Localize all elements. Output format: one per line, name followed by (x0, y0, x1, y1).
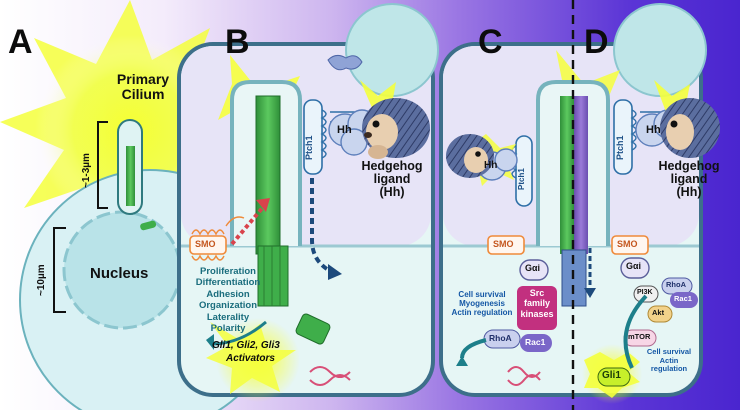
ligand-label-b-line2: ligand (373, 172, 411, 187)
rac1-label-c: Rac1 (525, 337, 546, 347)
axoneme-b (255, 95, 281, 255)
gli-burst-b (206, 322, 296, 394)
basal-body-b (257, 245, 289, 307)
rac1-label-d: Rac1 (674, 294, 692, 303)
gli-activators-label: Activators (226, 353, 275, 364)
hh-label-c: Hh (484, 160, 498, 171)
primary-cilium-label-line1: Primary (116, 71, 170, 87)
smo-shape-b (189, 235, 227, 255)
hedgehog-mascot-c (446, 134, 494, 178)
function-item: Laterality (206, 311, 250, 323)
smo-label-d: SMO (617, 239, 638, 249)
outcomes-list-c: Cell survival Myogenesis Actin regulatio… (448, 290, 516, 318)
ligand-label-b-line1: Hedgehog (361, 159, 423, 173)
ptch1-label-c: Ptch1 (517, 168, 526, 190)
ligand-label-d-line2: ligand (670, 172, 708, 187)
panel-label-b: B (225, 23, 250, 61)
nucleus-size-bracket (53, 227, 66, 313)
src-label-line1: Src (529, 288, 545, 298)
ptch1-receptor-b (303, 99, 323, 175)
pi3k-label: PI3K (637, 289, 653, 296)
gli-genes-label: Gli1, Gli2, Gli3 (212, 340, 280, 351)
rhoa-label-c: RhoA (489, 333, 512, 343)
cellular-functions-list: Proliferation Differentiation Adhesion O… (188, 266, 268, 334)
hedgehog-mascot-d (660, 98, 720, 158)
axoneme-c-half (560, 96, 574, 254)
function-item: Polarity (210, 322, 246, 334)
neighbor-cell-b (345, 3, 439, 97)
ptch1-label-b: Ptch1 (304, 135, 314, 160)
ptch1-internalization-arrow (310, 178, 333, 274)
outcome-item-c: Actin regulation (451, 308, 513, 318)
neighbor-cell-d (613, 3, 707, 97)
gli1-label: Gli1 (602, 370, 621, 381)
smo-label-c: SMO (493, 239, 514, 249)
smo-shape-d (611, 235, 649, 255)
ptch1-receptor-d (613, 99, 633, 175)
panel-b-art (177, 3, 439, 402)
panel-label-d: D (584, 23, 609, 61)
axoneme (126, 146, 135, 206)
nucleus-label: Nucleus (90, 265, 149, 282)
hedgehog-ligand-label-b: Hedgehog ligand (Hh) (358, 159, 426, 200)
outcome-item-c: Cell survival (458, 290, 506, 299)
gli1-bubble (597, 367, 631, 387)
smo-shape-c (487, 235, 525, 255)
panel-cd-art (439, 0, 720, 410)
ptch1-receptor-c (515, 135, 533, 207)
primary-cilium-label: Primary Cilium (108, 72, 178, 101)
function-item: Adhesion (206, 288, 250, 300)
rhoa-label-d: RhoA (666, 280, 686, 289)
hh-label-d: Hh (646, 124, 661, 136)
hedgehog-ligand-label-d: Hedgehog ligand (Hh) (656, 159, 722, 200)
src-label-line2: family (523, 298, 550, 309)
basal-body (140, 220, 157, 231)
src-kinases-label: Src family kinases (517, 288, 557, 319)
ligand-label-d-line3: (Hh) (676, 185, 702, 200)
outcome-item-d: Actin (659, 355, 679, 365)
ligand-label-d-line1: Hedgehog (658, 159, 720, 173)
galpha-bubble-c (519, 259, 549, 281)
nucleus-size-label: ~10µm (36, 264, 47, 296)
panel-label-a: A (8, 23, 33, 61)
src-label-line3: kinases (520, 308, 554, 319)
function-item: Organization (198, 300, 258, 312)
ligand-label-b-line3: (Hh) (379, 185, 405, 200)
panel-label-c: C (478, 23, 503, 61)
outcome-item-d: Cell survival (646, 347, 692, 356)
hedgehog-mascot-b (362, 98, 430, 159)
galpha-label-c: Gαi (525, 263, 541, 273)
hh-label-b: Hh (337, 124, 352, 136)
cilium-size-bracket (97, 121, 108, 209)
akt-label: Akt (652, 308, 665, 317)
smo-translocation-arrow (230, 204, 266, 246)
galpha-bubble-d (620, 257, 650, 279)
function-item: Proliferation (200, 266, 256, 277)
axoneme-d-half (574, 96, 588, 254)
function-item: Differentiation (195, 277, 261, 289)
outcomes-list-d: Cell survival Actin regulation (640, 347, 698, 374)
rac1-bubble-d (670, 292, 698, 308)
outcome-item-d: regulation (650, 364, 688, 374)
smo-label-b: SMO (195, 239, 216, 249)
primary-cilium-label-line2: Cilium (121, 85, 165, 102)
dna-helix-b (309, 366, 351, 386)
mother-centriole-b (295, 313, 331, 345)
pi3k-bubble (633, 285, 659, 303)
rac1-bubble-c (520, 334, 552, 352)
akt-bubble (647, 305, 673, 323)
src-kinases-block (517, 286, 557, 330)
galpha-label-d: Gαi (626, 261, 642, 271)
ptch1-label-d: Ptch1 (615, 135, 625, 160)
cilium-size-label: ~1-3µm (81, 153, 92, 188)
outcome-item-c: Myogenesis (459, 299, 505, 309)
mtor-label: mTOR (628, 332, 651, 341)
